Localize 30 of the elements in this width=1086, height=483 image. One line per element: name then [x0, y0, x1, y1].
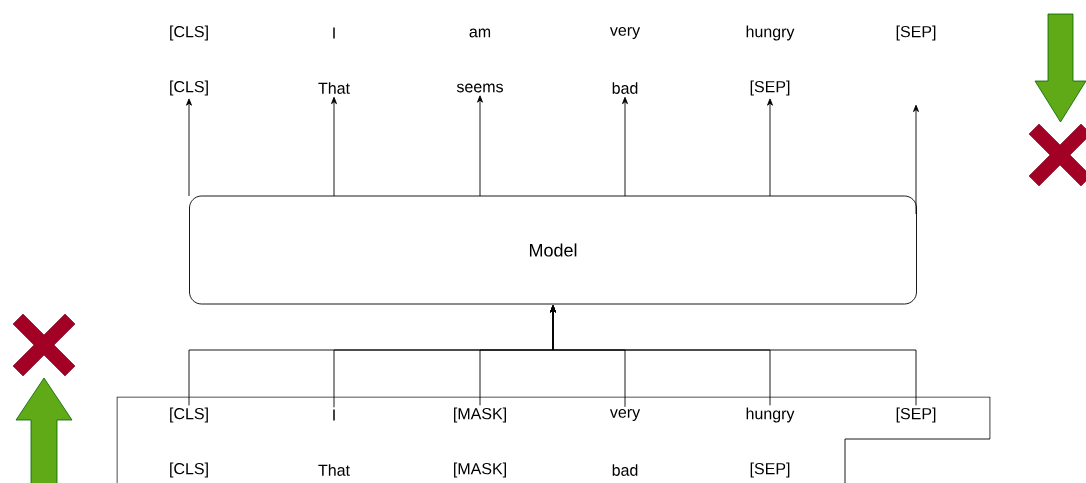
token: bad [612, 464, 638, 476]
token: hungry [746, 25, 795, 41]
token: [CLS] [170, 462, 208, 478]
arrow [550, 305, 917, 406]
token: am [469, 28, 491, 38]
arrow [622, 96, 628, 197]
token: seems [456, 83, 503, 93]
arrow [477, 95, 483, 197]
token: [SEP] [896, 407, 936, 423]
token: hungry [746, 407, 795, 423]
token: [CLS] [170, 407, 208, 423]
token: I [333, 27, 335, 39]
arrow [331, 96, 337, 197]
token: I [333, 409, 335, 421]
model-box: Model [189, 195, 917, 305]
token: bad [612, 82, 638, 94]
token: [CLS] [170, 25, 208, 41]
token: [SEP] [896, 25, 936, 41]
token: [CLS] [170, 80, 208, 96]
arrow [186, 98, 192, 197]
token: [SEP] [750, 80, 790, 96]
token: That [318, 82, 350, 94]
token: very [609, 409, 641, 421]
token: [SEP] [750, 462, 790, 478]
token: That [318, 464, 350, 476]
arrow [913, 104, 919, 215]
token: [MASK] [454, 462, 506, 478]
token: [MASK] [454, 407, 506, 423]
token: very [609, 27, 641, 39]
arrow [767, 98, 773, 197]
